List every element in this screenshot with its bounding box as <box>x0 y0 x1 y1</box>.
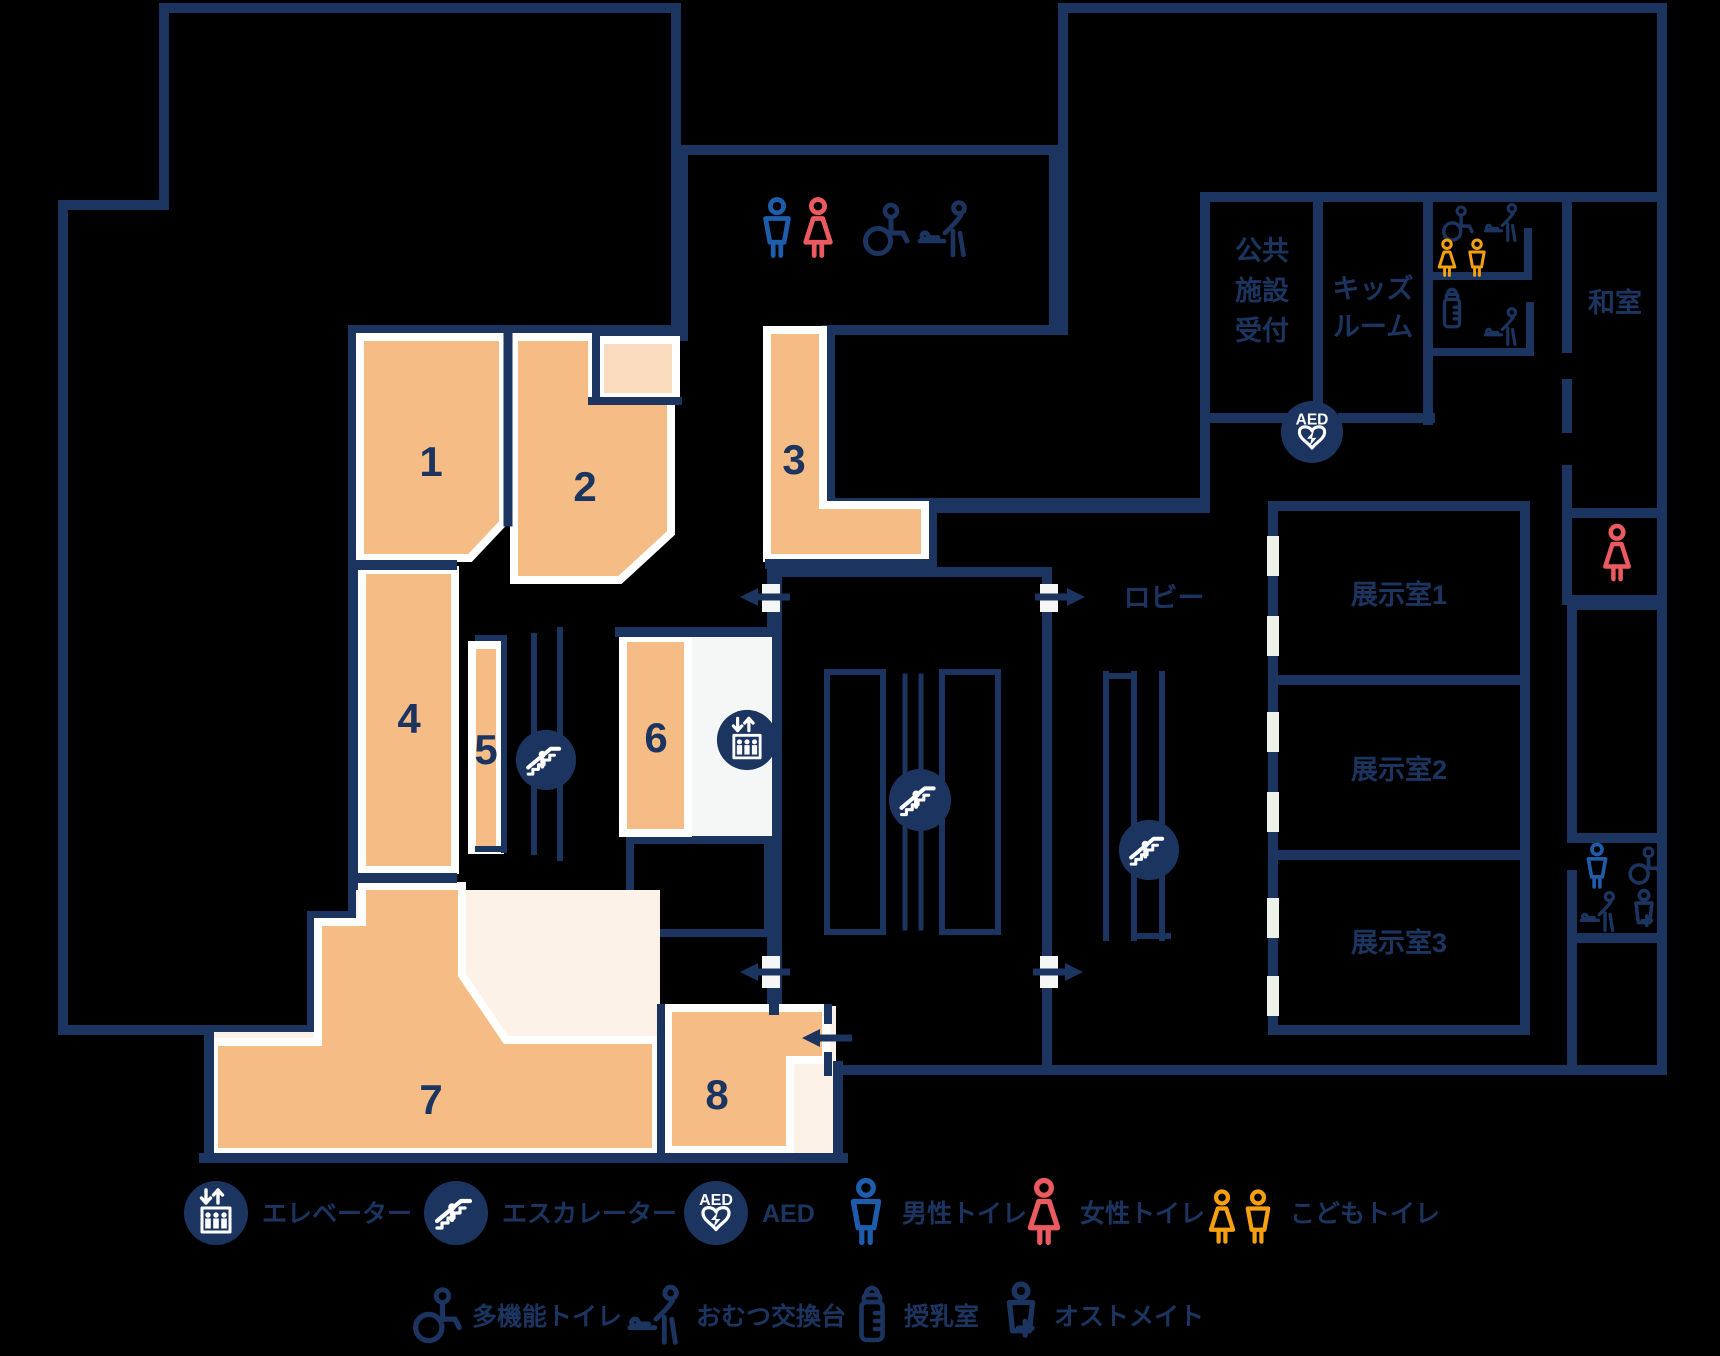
kids-toilet-icon <box>1211 1192 1233 1242</box>
legend-item-escalator: エスカレーター <box>424 1181 677 1245</box>
escalator-icon <box>889 769 951 831</box>
accessible-toilet-icon <box>866 205 908 254</box>
exhibition-room-1-label: 展示室1 <box>1351 579 1447 610</box>
room-1 <box>356 333 507 562</box>
womens-toilet-icon <box>806 200 831 256</box>
room-8-label: 8 <box>705 1071 728 1118</box>
nursing-room-icon <box>862 1288 883 1340</box>
room-5-label: 5 <box>474 726 497 773</box>
legend-item-diaper-changing: おむつ交換台 <box>630 1287 846 1342</box>
exhibition-door-gaps <box>1267 536 1279 1016</box>
legend-elevator-label: エレベーター <box>262 1200 412 1228</box>
mens-toilet-icon <box>853 1181 878 1243</box>
room-7-label: 7 <box>419 1076 442 1123</box>
room-4 <box>358 566 459 874</box>
area-gray-right-lower <box>1567 933 1667 1075</box>
room-6-label: 6 <box>644 714 667 761</box>
legend: エレベーター エスカレーター AED AED 男性トイレ 女性トイレ こどもトイ… <box>182 1179 1440 1343</box>
kids-toilet-icon <box>1468 238 1486 277</box>
aed-icon: AED <box>682 1179 750 1247</box>
legend-item-kids-toilet: こどもトイレ <box>1211 1192 1440 1242</box>
legend-item-nursing-room: 授乳室 <box>862 1288 979 1340</box>
womens-toilet-icon <box>1030 1181 1057 1243</box>
escalator-icon <box>513 727 579 793</box>
womens-toilet-icon <box>1605 526 1628 579</box>
legend-kids-label: こどもトイレ <box>1290 1200 1440 1228</box>
room-3 <box>763 326 929 562</box>
kids-toilet-icon <box>1248 1192 1268 1242</box>
tenant-rooms <box>210 326 929 1156</box>
map-labels: 1 2 3 4 5 6 7 8 公共 施設 受付 キッズ ルーム 和室 ロビー … <box>397 236 1642 1123</box>
accessible-toilet-icon <box>416 1290 460 1341</box>
legend-womens-label: 女性トイレ <box>1080 1199 1205 1228</box>
kids-room-label-line1: キッズ <box>1333 273 1414 304</box>
escalator-icon <box>424 1181 488 1245</box>
room-3-label: 3 <box>782 436 805 483</box>
kids-room-label-line2: ルーム <box>1333 312 1413 342</box>
diaper-changing-icon <box>920 203 965 256</box>
legend-item-accessible-toilet: 多機能トイレ <box>416 1290 622 1341</box>
legend-escalator-label: エスカレーター <box>502 1200 677 1228</box>
arrow-right-icon <box>1035 588 1085 606</box>
area-gray-service-left <box>626 836 772 937</box>
ostomate-icon <box>1009 1284 1032 1335</box>
room-2-label: 2 <box>573 463 596 510</box>
legend-item-ostomate: オストメイト <box>1009 1284 1204 1335</box>
mens-toilet-icon <box>1586 842 1608 889</box>
lobby-label: ロビー <box>1124 583 1205 613</box>
kids-toilet-icon <box>1437 238 1457 277</box>
room-4-label: 4 <box>397 695 421 742</box>
arrow-right-icon <box>1033 963 1083 981</box>
exhibition-rooms-box <box>1268 501 1530 1035</box>
map-badges: AED <box>513 399 1345 883</box>
aed-badge-label: AED <box>1296 411 1329 428</box>
arrow-left-icon <box>802 1029 852 1047</box>
entrance-arrows <box>740 588 1085 1047</box>
legend-item-aed: AED AED <box>682 1179 815 1247</box>
area-escalator-hall <box>772 567 1052 1075</box>
arrow-left-icon <box>740 588 790 606</box>
legend-item-elevator: エレベーター <box>182 1179 412 1247</box>
japanese-room-label: 和室 <box>1588 287 1642 318</box>
ostomate-icon <box>1634 888 1654 928</box>
legend-diaper-label: おむつ交換台 <box>696 1302 846 1331</box>
elevator-icon <box>182 1179 250 1247</box>
mens-toilet-icon <box>766 200 789 256</box>
area-gray-right-upper <box>1567 600 1667 843</box>
reception-label-line2: 施設 <box>1235 275 1290 306</box>
room-2-annex <box>596 336 680 401</box>
diaper-changing-icon <box>1483 203 1518 242</box>
exhibition-room-2-label: 展示室2 <box>1351 754 1447 785</box>
elevator-icon <box>715 708 779 772</box>
legend-aed-badge-text: AED <box>699 1192 733 1209</box>
reception-label-line1: 公共 <box>1235 236 1289 266</box>
room-7 <box>210 882 660 1156</box>
room-5 <box>468 641 504 854</box>
legend-item-mens-toilet: 男性トイレ <box>853 1181 1027 1243</box>
diaper-changing-icon <box>1483 307 1518 346</box>
aed-icon: AED <box>1279 399 1345 465</box>
accessible-toilet-icon <box>1442 205 1474 242</box>
walls <box>199 192 1667 1163</box>
exhibition-room-3-label: 展示室3 <box>1351 927 1447 958</box>
accessible-toilet-icon <box>1628 846 1662 885</box>
legend-nursing-label: 授乳室 <box>904 1302 979 1331</box>
legend-accessible-label: 多機能トイレ <box>472 1302 622 1331</box>
nursing-room-icon <box>1442 287 1462 329</box>
area-gray-topleft <box>58 3 681 1035</box>
legend-mens-label: 男性トイレ <box>902 1200 1027 1228</box>
room-6 <box>619 634 692 837</box>
legend-ostomate-label: オストメイト <box>1054 1303 1204 1331</box>
escalator-icon <box>1116 817 1182 883</box>
arrow-left-icon <box>740 963 790 981</box>
legend-item-womens-toilet: 女性トイレ <box>1030 1181 1205 1243</box>
diaper-changing-icon <box>1579 890 1615 933</box>
diaper-changing-icon <box>630 1287 677 1342</box>
room-1-label: 1 <box>419 438 442 485</box>
reception-label-line3: 受付 <box>1235 315 1289 346</box>
legend-aed-label: AED <box>762 1200 815 1228</box>
